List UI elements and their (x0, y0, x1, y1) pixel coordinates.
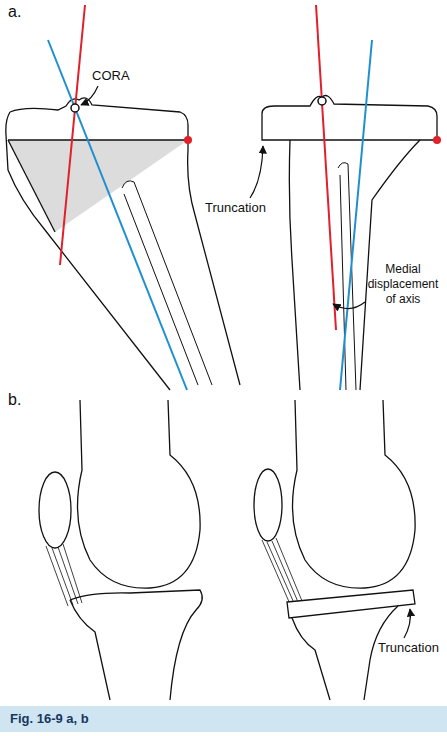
blue-axis (340, 40, 372, 390)
cora-point (71, 104, 79, 112)
hinge-dot (433, 136, 441, 144)
label: Truncation (205, 200, 266, 215)
hinge-dot (184, 136, 192, 144)
leader-line (250, 146, 263, 198)
leader-line (333, 302, 365, 309)
red-axis (316, 5, 336, 330)
cora-point (318, 97, 326, 105)
tibia-corrected (262, 96, 437, 390)
label: a. (8, 4, 21, 19)
knee-truncated (254, 400, 415, 700)
label: CORA (92, 68, 130, 83)
figure-caption: Fig. 16-9 a, b (10, 711, 89, 726)
red-axis (60, 5, 85, 265)
knee-normal (39, 400, 202, 700)
leader-line (404, 609, 410, 638)
label: Truncation (378, 640, 439, 655)
leader-line (81, 86, 98, 105)
blue-axis (48, 40, 187, 390)
label: b. (8, 392, 21, 407)
label: Medial displacement of axis (363, 262, 443, 307)
tibia-deformed (6, 98, 240, 390)
